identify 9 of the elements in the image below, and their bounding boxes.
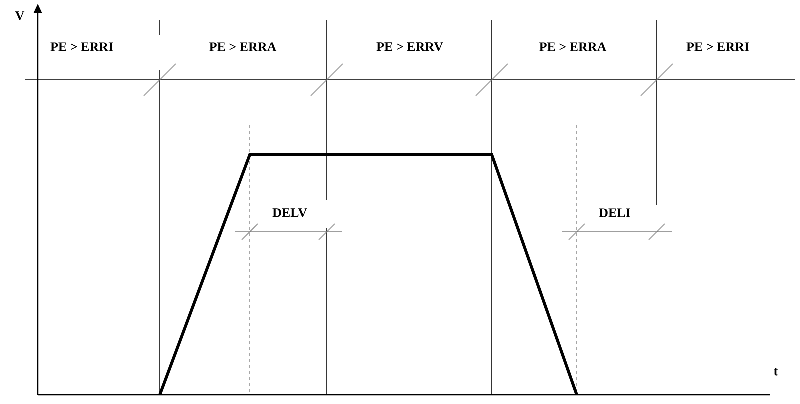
zone-label: PE > ERRV — [376, 42, 444, 52]
axis-label: t — [774, 368, 778, 376]
dimension-label: DELI — [599, 208, 630, 218]
zone-label: PE > ERRI — [50, 42, 114, 52]
zone-label: PE > ERRA — [540, 42, 607, 52]
zone-label: PE > ERRI — [686, 42, 750, 52]
dimension-label: DELV — [272, 208, 308, 218]
zone-label: PE > ERRA — [210, 42, 277, 52]
axis-label: V — [15, 12, 25, 20]
